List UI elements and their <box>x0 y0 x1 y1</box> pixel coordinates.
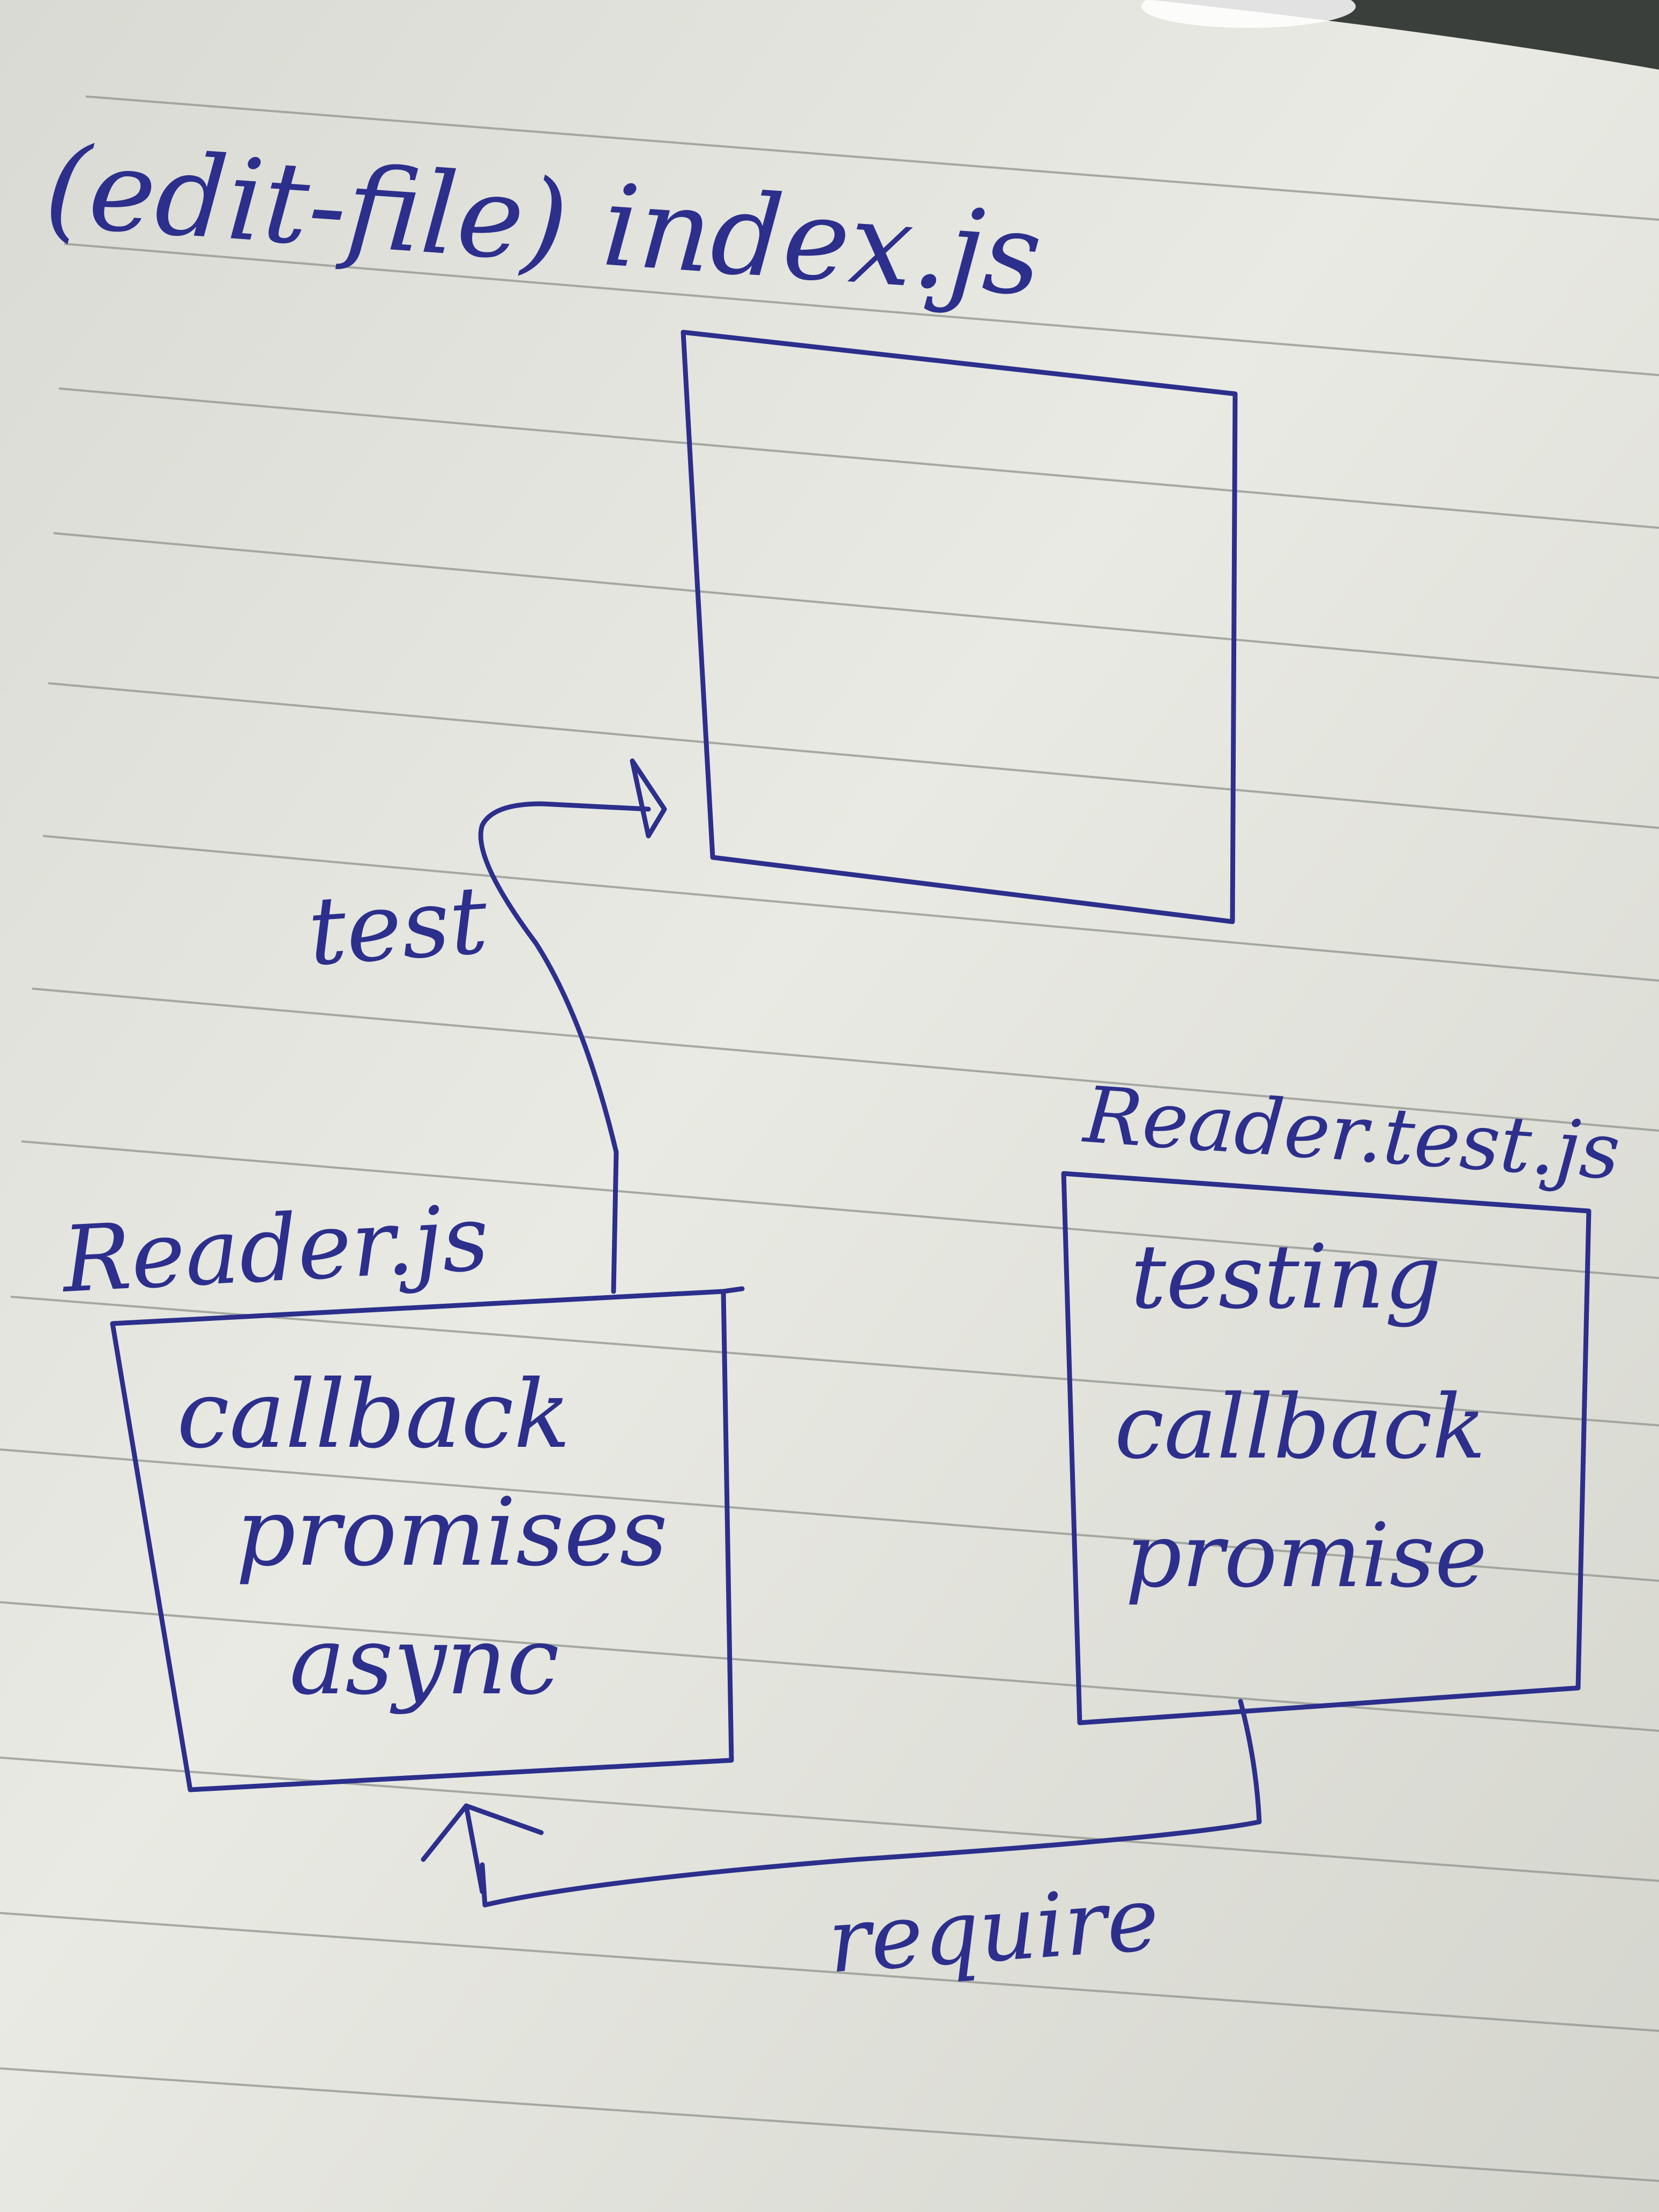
require-arrowhead <box>421 1803 544 1894</box>
test-arrowhead <box>630 758 667 839</box>
reader-js-line-1: callback <box>177 1361 571 1469</box>
reader-test-js-line-2: callback <box>1115 1376 1486 1478</box>
page-corner-shadow <box>1152 0 1659 70</box>
light-glare <box>1141 0 1356 28</box>
test-edge-label: test <box>305 866 491 987</box>
reader-js-box-tick <box>721 1286 745 1294</box>
reader-js-line-2: promises <box>236 1478 668 1587</box>
test-connector <box>478 801 651 1294</box>
ruled-lines <box>0 95 1659 2182</box>
reader-test-js-line-3: promise <box>1125 1504 1487 1607</box>
reader-test-js-line-1: testing <box>1131 1225 1441 1328</box>
reader-js-box <box>110 1289 734 1792</box>
reader-js-line-3: async <box>289 1607 559 1716</box>
reader-js-label: Reader.js <box>58 1185 491 1314</box>
index-js-box <box>681 330 1238 924</box>
require-edge-label: require <box>825 1867 1162 1993</box>
require-connector <box>480 1699 1262 1908</box>
reader-test-js-box <box>1061 1171 1591 1725</box>
